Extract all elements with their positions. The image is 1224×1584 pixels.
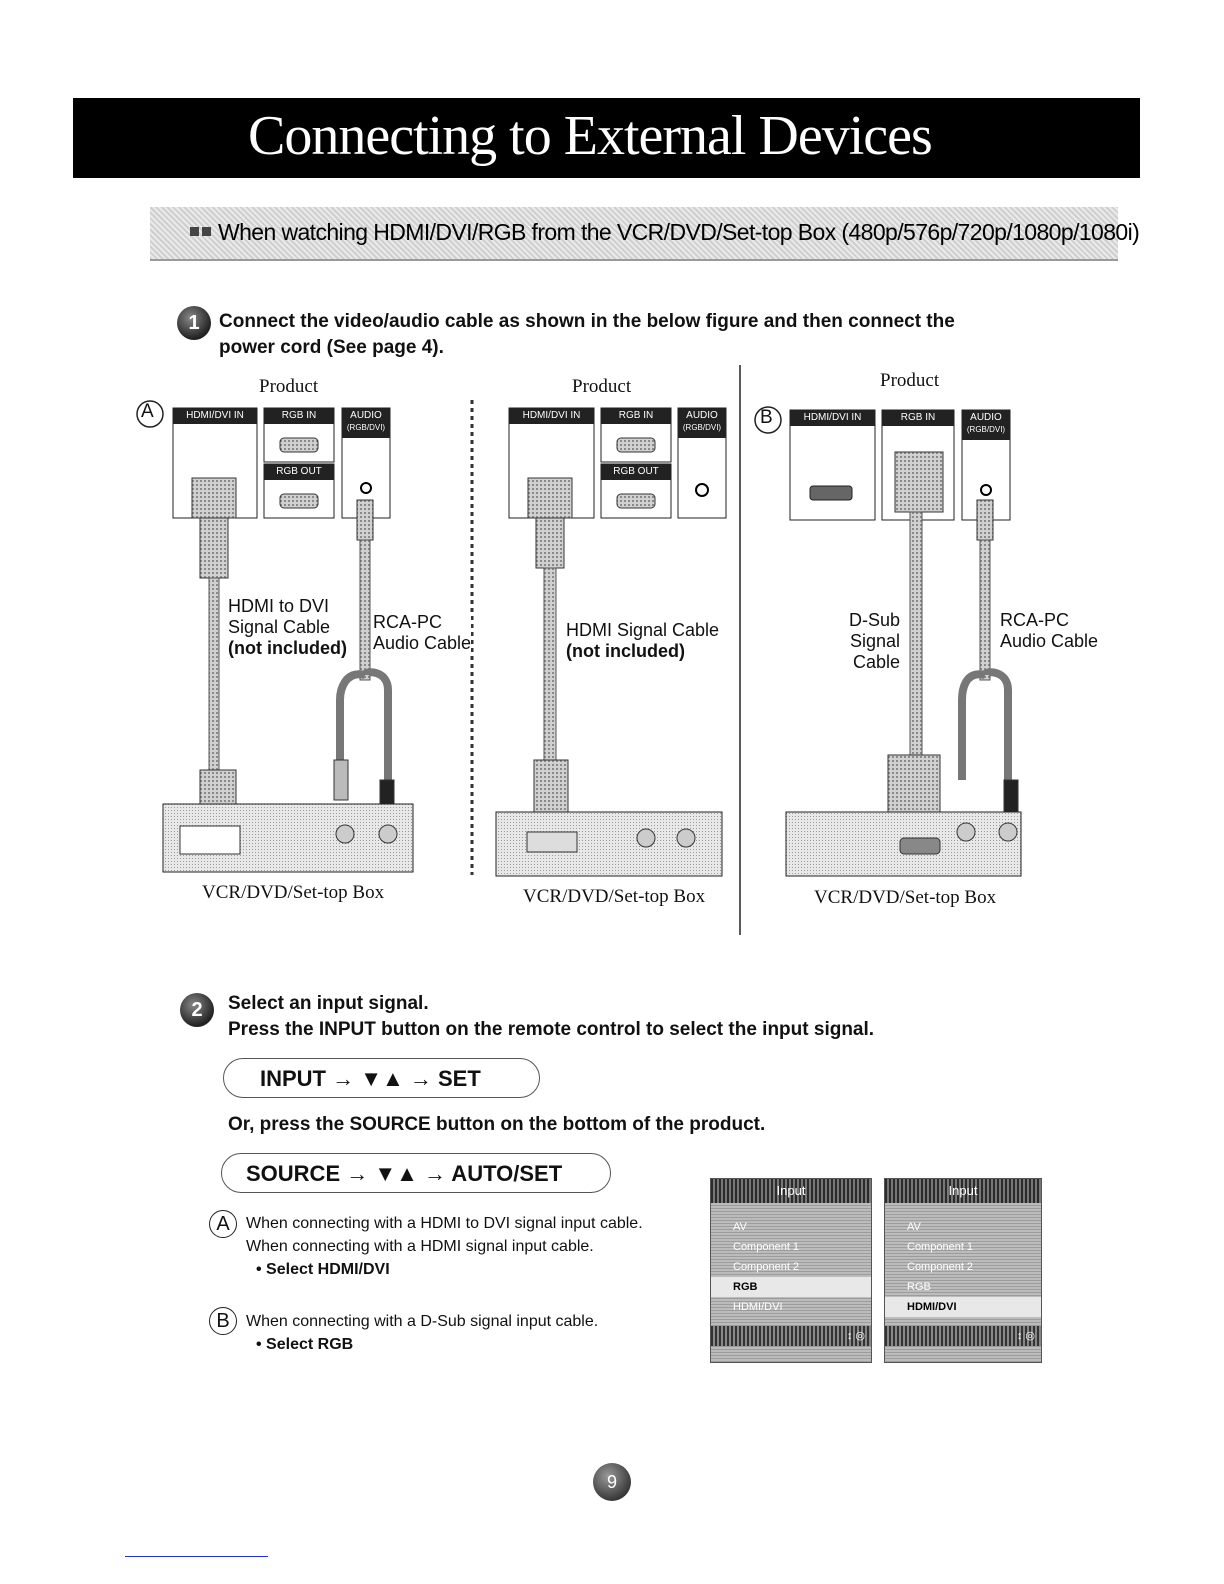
step-1-line1: Connect the video/audio cable as shown i… bbox=[219, 311, 955, 332]
cable-label-line: D-Sub Signal bbox=[848, 610, 900, 651]
note-b-marker: B bbox=[209, 1307, 237, 1335]
step-2-text: Select an input signal. Press the INPUT … bbox=[228, 991, 874, 1043]
step-1-line2: power cord (See page 4). bbox=[219, 337, 444, 358]
step-1-badge: 1 bbox=[177, 306, 211, 340]
port-label-audio-sub-a: (RGB/DVI) bbox=[346, 423, 386, 432]
osd-title: Input bbox=[711, 1179, 871, 1203]
osd-item-selected: HDMI/DVI bbox=[885, 1297, 1041, 1317]
cable-label-line: (not included) bbox=[566, 641, 685, 661]
cable-label-line: Audio Cable bbox=[373, 633, 472, 653]
device-label-mid: VCR/DVD/Set-top Box bbox=[523, 886, 706, 907]
port-label-audio-sub-mid: (RGB/DVI) bbox=[682, 423, 722, 432]
port-label-hdmi-a: HDMI/DVI IN bbox=[186, 410, 244, 421]
port-label-hdmi-b: HDMI/DVI IN bbox=[803, 412, 862, 423]
port-label-audio-a: AUDIO bbox=[350, 410, 382, 421]
osd-input-menu-rgb: Input AV Component 1 Component 2 RGB HDM… bbox=[710, 1178, 872, 1363]
note-a-line3: • Select HDMI/DVI bbox=[256, 1261, 390, 1278]
panel-b-settop-box bbox=[785, 811, 1022, 877]
panel-mid-settop-box bbox=[495, 811, 723, 877]
page-number: 9 bbox=[593, 1463, 631, 1501]
osd-item: Component 1 bbox=[907, 1241, 974, 1253]
marker-b-label: B bbox=[760, 407, 773, 428]
port-label-audio-mid: AUDIO bbox=[686, 410, 718, 421]
panel-mid-cables bbox=[527, 477, 573, 821]
step-2-line2: Press the INPUT button on the remote con… bbox=[228, 1019, 875, 1040]
section-subtitle-bar: When watching HDMI/DVI/RGB from the VCR/… bbox=[150, 207, 1140, 261]
step-1-text: Connect the video/audio cable as shown i… bbox=[219, 309, 955, 361]
product-label-mid: Product bbox=[572, 376, 632, 397]
note-a-line1: When connecting with a HDMI to DVI signa… bbox=[246, 1215, 643, 1232]
note-b-line1: When connecting with a D-Sub signal inpu… bbox=[246, 1313, 599, 1330]
osd-footer-icons: ↕ ◎ bbox=[711, 1326, 871, 1346]
cable-label-line: HDMI Signal Cable bbox=[566, 620, 720, 640]
or-source-text: Or, press the SOURCE button on the botto… bbox=[228, 1114, 766, 1135]
section-subtitle: When watching HDMI/DVI/RGB from the VCR/… bbox=[218, 219, 1140, 245]
osd-item: AV bbox=[907, 1221, 921, 1233]
osd-item: HDMI/DVI bbox=[733, 1301, 783, 1313]
cable-label-line: RCA-PC bbox=[1000, 610, 1070, 630]
cable-label-line: Signal Cable bbox=[228, 617, 331, 637]
osd-item: Component 2 bbox=[733, 1261, 800, 1273]
footer-rule bbox=[125, 1556, 268, 1557]
osd-item: RGB bbox=[907, 1281, 931, 1293]
osd-item: Component 1 bbox=[733, 1241, 800, 1253]
panel-a-cables bbox=[191, 477, 395, 841]
osd-item: Component 2 bbox=[907, 1261, 974, 1273]
bullet-square-icon bbox=[202, 227, 211, 236]
port-label-hdmi-mid: HDMI/DVI IN bbox=[522, 410, 581, 421]
cable-label-hdmi-dvi: HDMI to DVI Signal Cable (not included) bbox=[228, 596, 347, 659]
note-a-marker: A bbox=[209, 1210, 237, 1238]
connection-diagrams bbox=[136, 365, 1022, 935]
port-label-rgb-in-b: RGB IN bbox=[900, 412, 936, 423]
cable-label-line: Audio Cable bbox=[1000, 631, 1099, 651]
port-label-audio-b: AUDIO bbox=[970, 412, 1002, 423]
osd-footer-icons: ↕ ◎ bbox=[885, 1326, 1041, 1346]
note-b-line2: • Select RGB bbox=[256, 1336, 354, 1353]
marker-b-circle bbox=[754, 406, 782, 434]
port-label-audio-sub-b: (RGB/DVI) bbox=[966, 425, 1006, 434]
device-label-b: VCR/DVD/Set-top Box bbox=[814, 887, 997, 908]
cable-label-line: HDMI to DVI bbox=[228, 596, 330, 616]
cable-label-line: Cable bbox=[852, 652, 900, 672]
note-a: When connecting with a HDMI to DVI signa… bbox=[246, 1212, 643, 1281]
cable-label-rca-b: RCA-PC Audio Cable bbox=[1000, 610, 1099, 652]
product-label-a: Product bbox=[259, 376, 319, 397]
marker-a-circle bbox=[136, 400, 164, 428]
panel-a-product-ports bbox=[172, 407, 391, 519]
panel-b-cables bbox=[887, 451, 1019, 821]
panel-a-settop-box bbox=[162, 803, 414, 873]
marker-a-label: A bbox=[141, 401, 154, 422]
panel-mid-product-ports bbox=[508, 407, 727, 519]
note-b: When connecting with a D-Sub signal inpu… bbox=[246, 1310, 598, 1356]
page-title-bar: Connecting to External Devices bbox=[73, 98, 1140, 178]
port-label-rgb-out-mid: RGB OUT bbox=[613, 466, 659, 477]
input-sequence-box: INPUT → ▼▲ → SET bbox=[223, 1058, 540, 1098]
device-label-a: VCR/DVD/Set-top Box bbox=[202, 882, 385, 903]
cable-label-dsub: D-Sub Signal Cable bbox=[796, 610, 900, 673]
osd-item: AV bbox=[733, 1221, 747, 1233]
port-label-rgb-in-mid: RGB IN bbox=[618, 410, 654, 421]
note-a-line2: When connecting with a HDMI signal input… bbox=[246, 1238, 594, 1255]
source-sequence-box: SOURCE → ▼▲ → AUTO/SET bbox=[221, 1153, 611, 1193]
port-label-rgb-out-a: RGB OUT bbox=[276, 466, 322, 477]
cable-label-line: RCA-PC bbox=[373, 612, 443, 632]
osd-item-selected: RGB bbox=[711, 1277, 871, 1297]
bullet-square-icon bbox=[190, 227, 199, 236]
page-title: Connecting to External Devices bbox=[248, 105, 933, 167]
osd-title: Input bbox=[885, 1179, 1041, 1203]
product-label-b: Product bbox=[880, 370, 940, 391]
cable-label-rca-a: RCA-PC Audio Cable bbox=[373, 612, 472, 654]
cable-label-line: (not included) bbox=[228, 638, 347, 658]
step-2-line1: Select an input signal. bbox=[228, 993, 429, 1014]
osd-input-menu-hdmi: Input AV Component 1 Component 2 RGB HDM… bbox=[884, 1178, 1042, 1363]
port-label-rgb-in-a: RGB IN bbox=[281, 410, 317, 421]
cable-label-hdmi: HDMI Signal Cable (not included) bbox=[566, 620, 720, 662]
step-2-badge: 2 bbox=[180, 993, 214, 1027]
